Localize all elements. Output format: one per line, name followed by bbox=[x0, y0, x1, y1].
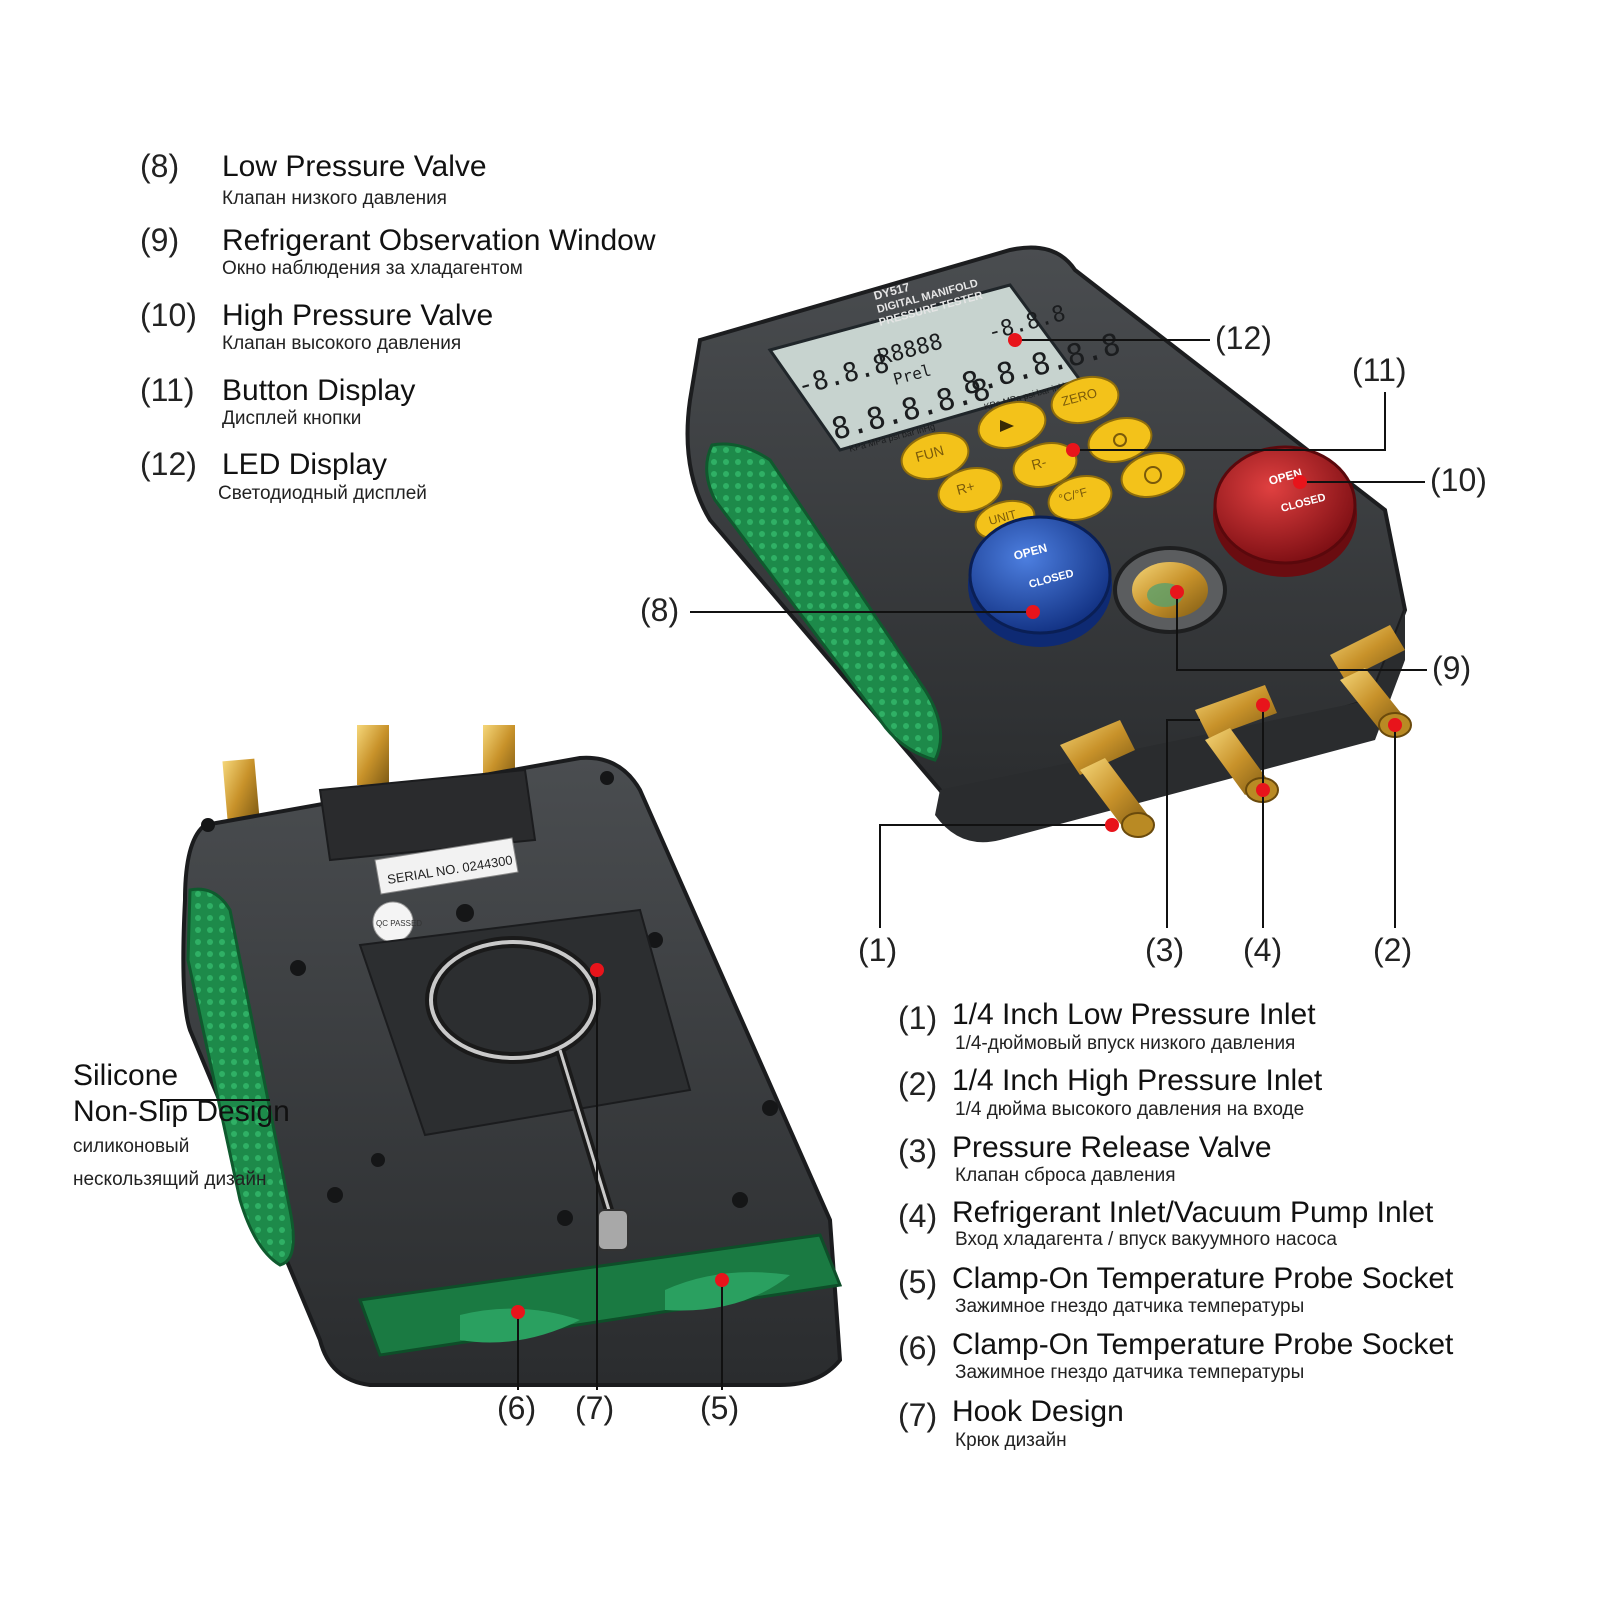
silicone-en-2: Non-Slip Design bbox=[73, 1095, 290, 1128]
legend-num-2: (2) bbox=[898, 1066, 938, 1102]
power-button[interactable] bbox=[1117, 446, 1190, 503]
callout-12: (12) bbox=[1215, 320, 1272, 356]
legend-num-10: (10) bbox=[140, 297, 197, 333]
legend-ru-12: Светодиодный дисплей bbox=[218, 483, 427, 504]
legend-num-9: (9) bbox=[140, 222, 180, 258]
callout-8: (8) bbox=[640, 592, 680, 628]
legend-ru-11: Дисплей кнопки bbox=[222, 408, 362, 429]
legend-en-7: Hook Design bbox=[952, 1395, 1124, 1428]
low-pressure-knob[interactable]: OPEN CLOSED bbox=[968, 515, 1112, 647]
silicone-ru-2: нескользящий дизайн bbox=[73, 1169, 267, 1190]
legend-ru-9: Окно наблюдения за хладагентом bbox=[222, 258, 523, 279]
dot-10 bbox=[1293, 475, 1307, 489]
dot-12 bbox=[1008, 333, 1022, 347]
callout-11: (11) bbox=[1352, 352, 1407, 388]
legend-en-6: Clamp-On Temperature Probe Socket bbox=[952, 1328, 1454, 1361]
legend-en-4: Refrigerant Inlet/Vacuum Pump Inlet bbox=[952, 1196, 1434, 1229]
callout-2: (2) bbox=[1373, 932, 1413, 968]
dot-1 bbox=[1105, 818, 1119, 832]
legend-num-4: (4) bbox=[898, 1198, 938, 1234]
legend-num-8: (8) bbox=[140, 148, 180, 184]
dot-5 bbox=[715, 1273, 729, 1287]
legend-en-10: High Pressure Valve bbox=[222, 299, 494, 332]
power-icon bbox=[1144, 466, 1162, 484]
legend-en-2: 1/4 Inch High Pressure Inlet bbox=[952, 1064, 1323, 1097]
qc-sticker: QC PASSED bbox=[376, 919, 422, 928]
dot-9 bbox=[1170, 585, 1184, 599]
callout-dots bbox=[511, 333, 1402, 1319]
brass-fittings-front bbox=[1060, 625, 1412, 838]
legend-en-5: Clamp-On Temperature Probe Socket bbox=[952, 1262, 1454, 1295]
hook[interactable] bbox=[425, 936, 629, 1251]
dot-4 bbox=[1256, 783, 1270, 797]
silicone-ru-1: силиконовый bbox=[73, 1136, 190, 1157]
legend-num-11: (11) bbox=[140, 372, 195, 408]
legend-num-5: (5) bbox=[898, 1264, 938, 1300]
r-plus-label: R+ bbox=[955, 478, 977, 498]
front-device: -8.8.8 R8888 -8.8.8 Prel 8.8.8.8.8 8.8.8… bbox=[685, 245, 1412, 843]
dot-6 bbox=[511, 1305, 525, 1319]
legend-ru-10: Клапан высокого давления bbox=[222, 333, 462, 354]
play-icon bbox=[1000, 420, 1014, 432]
high-pressure-knob[interactable]: OPEN CLOSED bbox=[1213, 445, 1357, 577]
legend-en-8: Low Pressure Valve bbox=[222, 150, 487, 183]
legend-num-12: (12) bbox=[140, 446, 197, 482]
legend-ru-3: Клапан сброса давления bbox=[955, 1165, 1176, 1186]
callout-lines bbox=[160, 339, 1427, 1390]
legend-ru-7: Крюк дизайн bbox=[955, 1430, 1067, 1451]
fun-button[interactable] bbox=[896, 426, 973, 486]
legend-num-1: (1) bbox=[898, 1000, 938, 1036]
legend-num-3: (3) bbox=[898, 1133, 938, 1169]
dot-2 bbox=[1388, 718, 1402, 732]
callout-3: (3) bbox=[1145, 932, 1185, 968]
back-device: SERIAL NO. 0244300 QC PASSED bbox=[181, 725, 843, 1387]
legend-en-9: Refrigerant Observation Window bbox=[222, 224, 656, 257]
legend-en-3: Pressure Release Valve bbox=[952, 1131, 1272, 1164]
legend-ru-6: Зажимное гнездо датчика температуры bbox=[955, 1362, 1305, 1383]
legend-en-1: 1/4 Inch Low Pressure Inlet bbox=[952, 998, 1316, 1031]
play-stop-button[interactable] bbox=[973, 395, 1050, 455]
callout-4: (4) bbox=[1243, 932, 1283, 968]
zero-button[interactable] bbox=[1046, 370, 1123, 430]
callout-10: (10) bbox=[1430, 462, 1487, 498]
legend-num-7: (7) bbox=[898, 1397, 938, 1433]
legend-ru-4: Вход хладагента / впуск вакуумного насос… bbox=[955, 1229, 1337, 1250]
silicone-en-1: Silicone bbox=[73, 1059, 179, 1092]
legend-num-6: (6) bbox=[898, 1330, 938, 1366]
legend-en-11: Button Display bbox=[222, 374, 416, 407]
dot-11 bbox=[1066, 443, 1080, 457]
legend-en-12: LED Display bbox=[222, 448, 388, 481]
dot-7 bbox=[590, 963, 604, 977]
callout-9: (9) bbox=[1432, 650, 1472, 686]
cf-button[interactable] bbox=[1044, 469, 1117, 526]
r-plus-button[interactable] bbox=[934, 461, 1007, 518]
callout-7: (7) bbox=[575, 1390, 615, 1426]
legend-ru-1: 1/4-дюймовый впуск низкого давления bbox=[955, 1033, 1296, 1054]
fun-button-label: FUN bbox=[914, 442, 946, 465]
r-minus-button[interactable] bbox=[1009, 436, 1082, 493]
legend-ru-2: 1/4 дюйма высокого давления на входе bbox=[955, 1099, 1305, 1120]
legend-ru-8: Клапан низкого давления bbox=[222, 188, 447, 209]
dot-8 bbox=[1026, 605, 1040, 619]
legend-ru-5: Зажимное гнездо датчика температуры bbox=[955, 1296, 1305, 1317]
callout-5: (5) bbox=[700, 1390, 740, 1426]
dot-3 bbox=[1256, 698, 1270, 712]
callout-1: (1) bbox=[858, 932, 898, 968]
sun-icon bbox=[1113, 433, 1127, 447]
callout-6: (6) bbox=[497, 1390, 537, 1426]
r-minus-label: R- bbox=[1030, 454, 1049, 473]
